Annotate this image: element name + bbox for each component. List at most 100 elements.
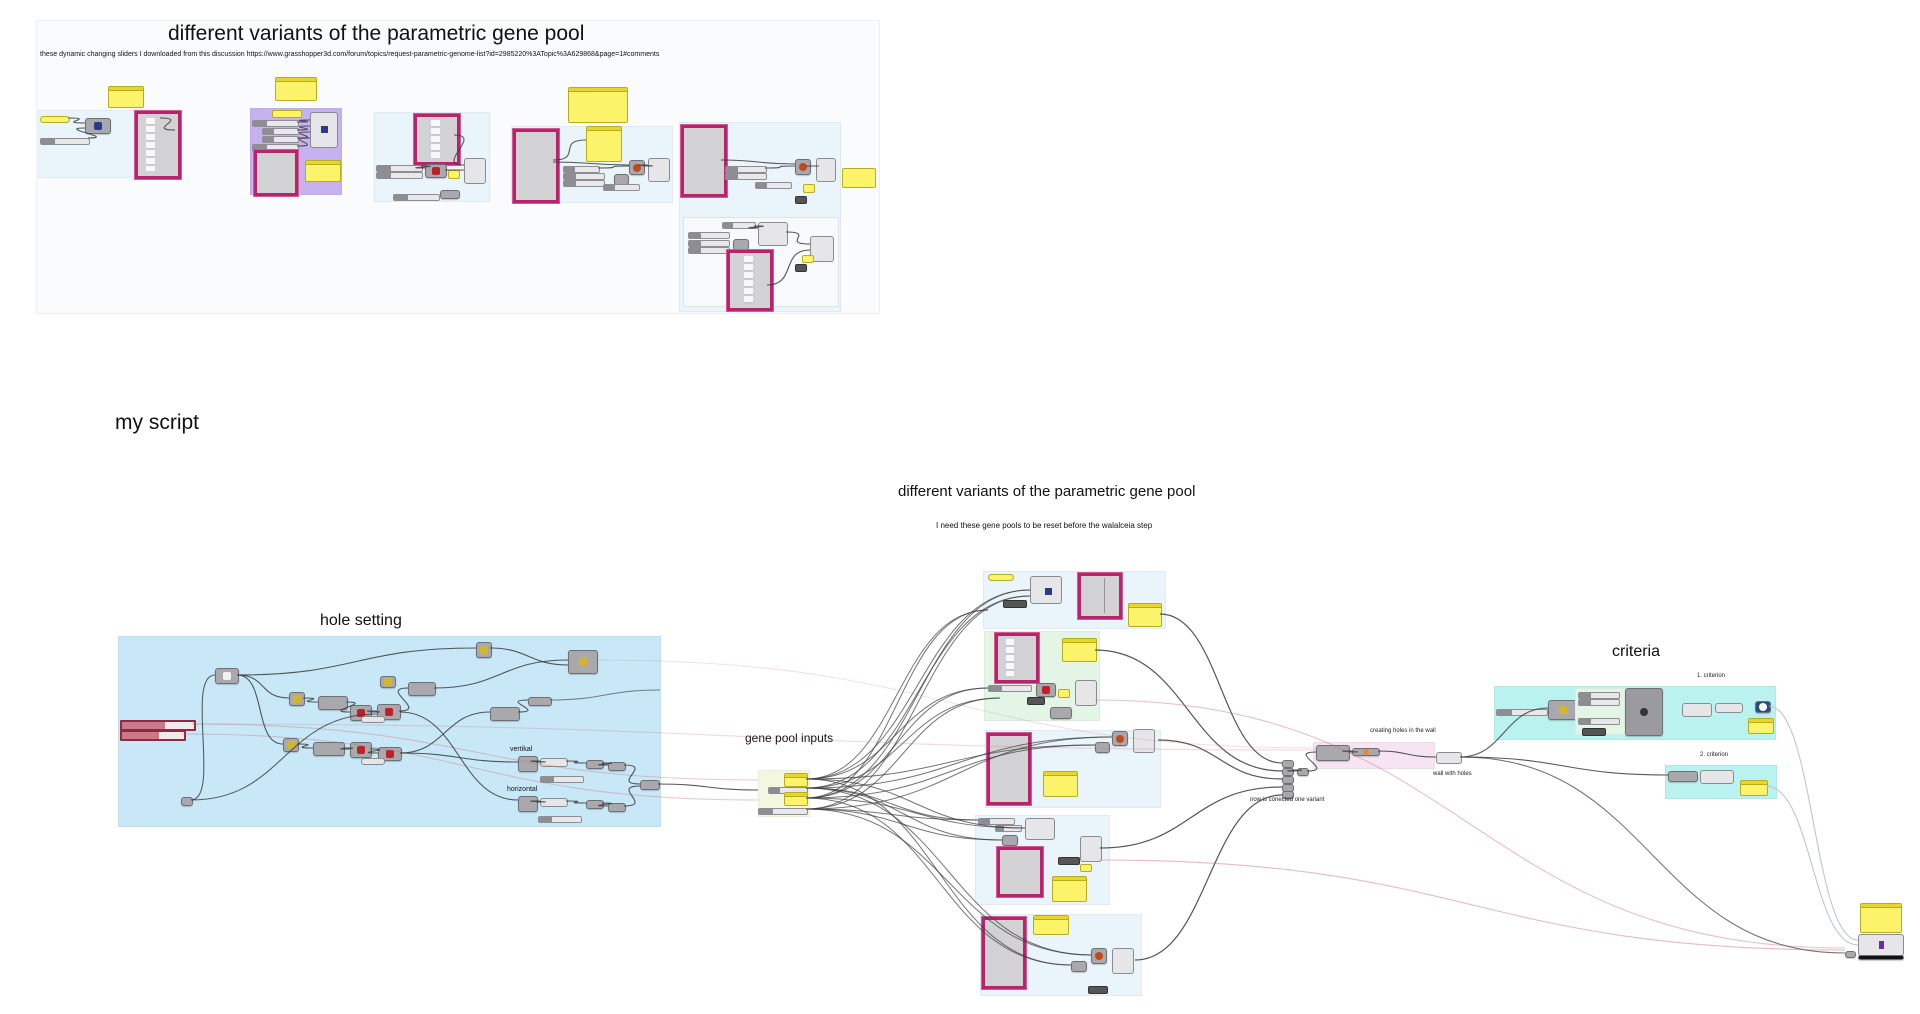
hole-node-3[interactable] xyxy=(318,696,348,710)
gene-variant-1-gene-pool[interactable] xyxy=(1078,573,1122,619)
variant-a-component[interactable] xyxy=(85,118,111,134)
gene-pool-input-panel-1[interactable] xyxy=(784,773,808,787)
gene-variant-4-panel[interactable] xyxy=(1080,864,1092,872)
criterion-2-panel[interactable] xyxy=(1740,780,1768,796)
criterion-1-node-3[interactable] xyxy=(1715,703,1743,713)
variant-e-note-panel[interactable] xyxy=(842,168,876,188)
criterion-1-node-2[interactable] xyxy=(1682,703,1712,717)
variant-c-slider-2[interactable] xyxy=(376,172,423,179)
solver-note-panel[interactable] xyxy=(1860,903,1902,933)
criterion-1-node-1[interactable] xyxy=(1548,700,1578,720)
variant-e-sub-toggle[interactable] xyxy=(795,264,807,272)
variant-b-input-panel[interactable] xyxy=(272,110,302,118)
vertical-node-4[interactable] xyxy=(608,762,626,771)
merge-node-5[interactable] xyxy=(1282,791,1294,799)
variant-e-gene-pool-1[interactable] xyxy=(681,125,727,197)
variant-d-slider-3[interactable] xyxy=(563,180,605,187)
variant-e-sub-slider-2[interactable] xyxy=(688,232,730,239)
gene-variant-1-toggle[interactable] xyxy=(1003,600,1027,608)
variant-b-slider-3[interactable] xyxy=(262,136,299,143)
gene-variant-3-gene-pool[interactable] xyxy=(987,733,1031,805)
criterion-1-slider-3[interactable] xyxy=(1578,699,1620,706)
variant-e-solver[interactable] xyxy=(816,158,836,182)
variant-c-gene-pool[interactable] xyxy=(414,114,460,165)
vertical-node-3[interactable] xyxy=(586,760,604,769)
criterion-1-panel[interactable] xyxy=(1748,718,1774,734)
variant-c-panel[interactable] xyxy=(448,170,460,179)
wall-node-1[interactable] xyxy=(1316,745,1350,761)
variant-d-slider-1[interactable] xyxy=(563,166,600,173)
criterion-1-toggle[interactable] xyxy=(1582,728,1606,736)
gene-variant-4-concat[interactable] xyxy=(1002,835,1018,846)
variant-b-component[interactable] xyxy=(310,112,338,148)
hole-node-1[interactable] xyxy=(215,668,239,684)
gene-variant-2-solver[interactable] xyxy=(1075,680,1097,706)
gene-variant-4-toggle[interactable] xyxy=(1058,857,1080,865)
variant-b-note-panel[interactable] xyxy=(275,77,317,101)
gene-variant-5-toggle[interactable] xyxy=(1088,986,1108,994)
hole-panel-2[interactable] xyxy=(361,758,385,765)
horizontal-node-4[interactable] xyxy=(608,803,626,812)
variant-e-sub-concat[interactable] xyxy=(733,239,749,250)
gene-variant-5-solver[interactable] xyxy=(1112,948,1134,974)
vertical-node-2[interactable] xyxy=(540,758,568,767)
variant-e-sub-slider-3[interactable] xyxy=(688,240,730,247)
gene-variant-4-slider-2[interactable] xyxy=(995,825,1022,832)
variant-b-slider-1[interactable] xyxy=(252,120,299,127)
variant-e-toggle[interactable] xyxy=(795,196,807,204)
gene-variant-3-component[interactable] xyxy=(1112,731,1128,746)
variant-a-number-slider[interactable] xyxy=(40,138,90,145)
variant-d-slider-4[interactable] xyxy=(603,184,640,191)
gene-pool-input-panel-2[interactable] xyxy=(784,792,808,806)
solver-output-bar[interactable] xyxy=(1858,955,1904,960)
hole-node-14[interactable] xyxy=(350,742,372,758)
merge-node-1[interactable] xyxy=(1282,760,1294,768)
gene-variant-4-component[interactable] xyxy=(1025,818,1055,840)
criterion-1-slider-4[interactable] xyxy=(1578,718,1620,725)
gene-variant-2-output-panel[interactable] xyxy=(1062,638,1097,662)
gene-variant-5-output-panel[interactable] xyxy=(1033,915,1069,935)
gene-variant-3-concat[interactable] xyxy=(1095,742,1110,753)
wall-solid-difference[interactable] xyxy=(1436,752,1462,764)
gene-variant-2-component[interactable] xyxy=(1036,683,1056,697)
gene-variant-2-gene-pool[interactable] xyxy=(995,633,1039,683)
wall-node-2[interactable] xyxy=(1352,748,1380,756)
solver-input-node[interactable] xyxy=(1845,951,1856,958)
variant-a-gene-pool[interactable] xyxy=(135,111,181,179)
gene-variant-2-slider-1[interactable] xyxy=(988,685,1032,692)
gene-variant-5-concat[interactable] xyxy=(1071,961,1087,972)
horizontal-slider[interactable] xyxy=(538,816,582,823)
variant-c-concat[interactable] xyxy=(440,190,460,199)
variant-a-input-panel[interactable] xyxy=(40,116,70,123)
variant-c-slider-1[interactable] xyxy=(376,165,423,172)
hole-node-6[interactable] xyxy=(380,676,396,688)
variant-b-gene-pool[interactable] xyxy=(254,150,298,196)
variant-d-component[interactable] xyxy=(629,160,645,175)
horizontal-node-3[interactable] xyxy=(586,800,604,809)
gene-variant-2-toggle[interactable] xyxy=(1027,697,1045,705)
hole-node-7[interactable] xyxy=(408,682,436,696)
criterion-2-node-2[interactable] xyxy=(1700,770,1734,784)
hole-node-2[interactable] xyxy=(289,692,305,706)
variant-c-component[interactable] xyxy=(425,164,447,178)
gene-variant-5-gene-pool[interactable] xyxy=(982,917,1026,989)
variant-e-slider-2[interactable] xyxy=(725,173,767,180)
variant-c-solver[interactable] xyxy=(464,158,486,184)
variant-d-output-panel[interactable] xyxy=(586,126,622,162)
gene-variant-1-output-panel[interactable] xyxy=(1128,603,1162,627)
variant-e-toggle-panel[interactable] xyxy=(803,184,815,193)
gene-variant-4-slider-1[interactable] xyxy=(978,818,1015,825)
variant-c-slider-3[interactable] xyxy=(393,194,440,201)
criterion-1-slider-1[interactable] xyxy=(1496,709,1548,716)
variant-d-gene-pool[interactable] xyxy=(513,129,559,203)
variant-e-sub-slider-1[interactable] xyxy=(722,222,756,229)
criterion-1-solver[interactable] xyxy=(1625,688,1663,736)
gene-variant-4-output-panel[interactable] xyxy=(1052,876,1087,902)
gene-variant-5-component[interactable] xyxy=(1091,948,1107,964)
criterion-2-node-1[interactable] xyxy=(1668,771,1698,782)
hole-node-10[interactable] xyxy=(490,707,520,721)
variant-d-slider-2[interactable] xyxy=(563,173,605,180)
criterion-1-preview[interactable] xyxy=(1755,701,1771,713)
gene-variant-4-gene-pool[interactable] xyxy=(997,847,1043,897)
variant-e-sub-panel[interactable] xyxy=(802,255,814,263)
